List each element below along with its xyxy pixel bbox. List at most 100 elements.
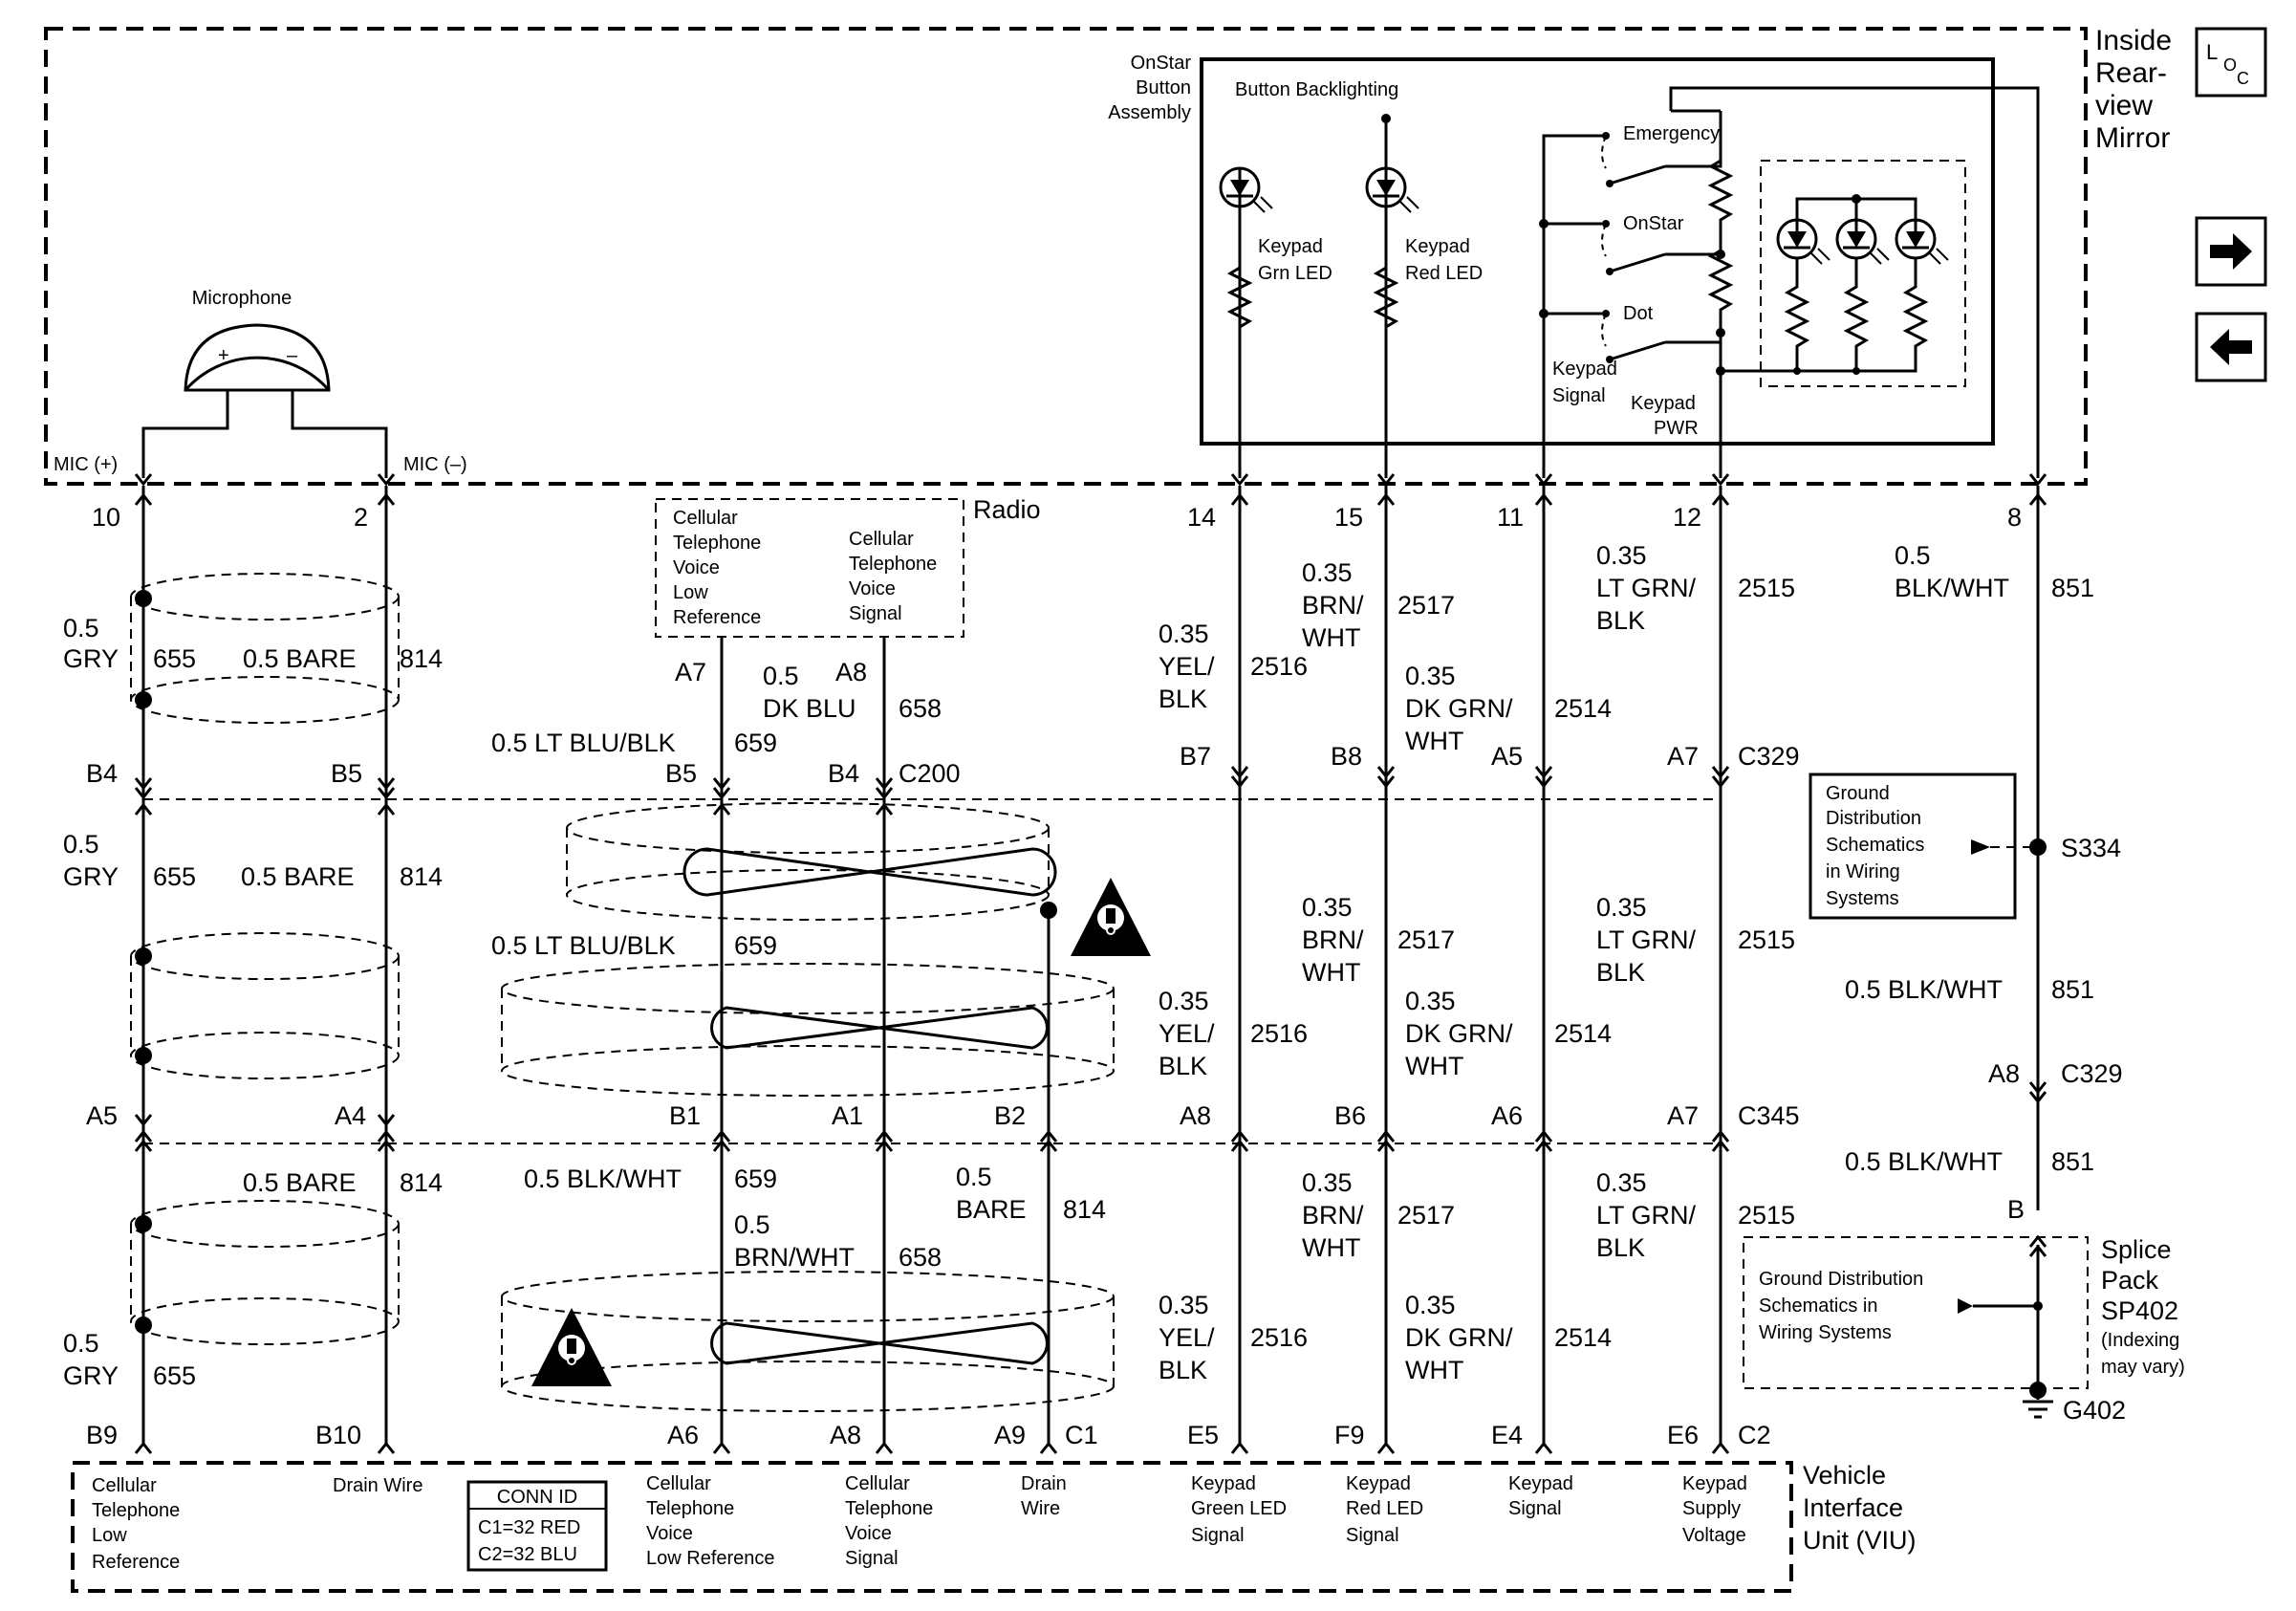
- pin: F9: [1334, 1421, 1365, 1449]
- pin: B5: [665, 759, 697, 788]
- twisted-pair-shield-3: [501, 1271, 1115, 1412]
- conn-id-box: [466, 1480, 608, 1572]
- viu-cvlr-1: Cellular: [646, 1473, 711, 1494]
- arrow-right-icon[interactable]: [2195, 216, 2267, 287]
- pin: B: [2007, 1195, 2025, 1224]
- resistor-icon: [1904, 277, 1927, 356]
- splice-label-1: Splice: [2101, 1235, 2172, 1264]
- wire-color: DK GRN/: [1405, 1019, 1513, 1048]
- viu-cvs-3: Voice: [845, 1523, 892, 1544]
- mic-plus-label: MIC (+): [54, 454, 118, 475]
- viu-krls-1: Keypad: [1346, 1473, 1411, 1494]
- wire-circuit: 814: [400, 1168, 443, 1197]
- gd-label-1: Ground: [1826, 783, 1890, 804]
- wire-color: 0.5 BARE: [241, 862, 355, 891]
- wire-color: BRN/: [1302, 925, 1364, 954]
- keypad-signal-label-1: Keypad: [1552, 359, 1617, 380]
- wire-circuit: 851: [2051, 1147, 2094, 1176]
- splice-label-3: SP402: [2101, 1296, 2178, 1325]
- pin: B9: [86, 1421, 118, 1449]
- wire-color: WHT: [1405, 1356, 1463, 1384]
- viu-cvlr-2: Telephone: [646, 1498, 734, 1519]
- wire-color: WHT: [1302, 623, 1360, 652]
- switch-emergency-label: Emergency: [1623, 123, 1720, 144]
- wire-814-radio: [1040, 902, 1057, 1444]
- pin: A8: [835, 658, 867, 686]
- wire-circuit: 659: [734, 729, 777, 757]
- wire-circuit: 2514: [1554, 1019, 1612, 1048]
- pin: 12: [1673, 503, 1701, 532]
- mic-pos-sign: +: [218, 345, 229, 366]
- radio-left-2: Telephone: [673, 533, 761, 554]
- onstar-button-assembly: [1200, 57, 1995, 446]
- wire-size: 0.35: [1596, 541, 1647, 570]
- resistor-icon: [1845, 277, 1868, 356]
- splice-inner-1: Ground Distribution: [1759, 1269, 1923, 1290]
- keypad-pwr-label-1: Keypad: [1631, 393, 1696, 414]
- pin: B2: [994, 1101, 1026, 1130]
- resistor-icon: [1786, 277, 1809, 356]
- keypad-grn-led-label-2: Grn LED: [1258, 263, 1332, 284]
- arrow-left-icon[interactable]: [2195, 312, 2267, 382]
- location-icon[interactable]: L O C: [2195, 27, 2267, 98]
- wire-color: 0.5 BLK/WHT: [1845, 1147, 2003, 1176]
- mirror-label-1: Inside: [2095, 25, 2172, 56]
- wire-circuit: 655: [153, 1361, 196, 1390]
- wire-circuit: 814: [400, 862, 443, 891]
- wire-size: 0.5: [63, 830, 99, 859]
- wire-circuit: 2517: [1397, 1201, 1455, 1230]
- pin: B6: [1334, 1101, 1366, 1130]
- wire-2514: [1534, 472, 1553, 1444]
- twisted-pair-shield-1: [566, 802, 1057, 921]
- pin: C1: [1065, 1421, 1098, 1449]
- led-icon: [1776, 218, 1831, 266]
- wire-color: 0.5 BLK/WHT: [1845, 975, 2003, 1004]
- wire-circuit: 2516: [1250, 1323, 1308, 1352]
- wire-circuit: 814: [1063, 1195, 1106, 1224]
- viu-ctlr-3: Low: [92, 1525, 127, 1546]
- led-icon: [1895, 218, 1950, 266]
- wire-circuit: 2515: [1738, 925, 1795, 954]
- viu-krls-2: Red LED: [1346, 1498, 1423, 1519]
- conn-id-title: CONN ID: [497, 1487, 577, 1508]
- wire-size: 0.5: [1895, 541, 1931, 570]
- pin: 15: [1334, 503, 1363, 532]
- radio-box: [655, 498, 964, 638]
- wire-color: 0.5 BARE: [243, 644, 357, 673]
- pin: A5: [86, 1101, 118, 1130]
- pin: 2: [354, 503, 368, 532]
- pin: B1: [669, 1101, 701, 1130]
- radio-label: Radio: [973, 495, 1041, 524]
- wire-color: WHT: [1302, 1233, 1360, 1262]
- wire-circuit: 658: [899, 1243, 942, 1272]
- microphone-icon: [184, 356, 331, 391]
- wire-color: DK GRN/: [1405, 694, 1513, 723]
- pin: C200: [899, 759, 961, 788]
- connector-c345: [134, 1113, 1730, 1153]
- wire-2515: [1711, 472, 1730, 1444]
- viu-box: [71, 1461, 1793, 1593]
- viu-ksv-2: Supply: [1682, 1498, 1741, 1519]
- pin: A6: [1491, 1101, 1523, 1130]
- pin: E4: [1491, 1421, 1523, 1449]
- wire-color: BRN/: [1302, 591, 1364, 620]
- wire-color: BLK: [1596, 1233, 1645, 1262]
- keypad-signal-label-2: Signal: [1552, 385, 1606, 406]
- led-icon: [1365, 166, 1420, 214]
- pin: A6: [667, 1421, 699, 1449]
- wire-color: 0.5 BLK/WHT: [524, 1165, 682, 1193]
- pin: E6: [1667, 1421, 1699, 1449]
- wire-color: 0.5 LT BLU/BLK: [491, 931, 676, 960]
- radio-right-1: Cellular: [849, 529, 914, 550]
- viu-drain2-1: Drain: [1021, 1473, 1067, 1494]
- keypad-pwr-label-2: PWR: [1654, 418, 1699, 439]
- pin: A1: [832, 1101, 863, 1130]
- wire-color: YEL/: [1159, 652, 1215, 681]
- wire-size: 0.5: [956, 1163, 992, 1191]
- button-backlighting-label: Button Backlighting: [1235, 79, 1398, 100]
- switch-onstar-label: OnStar: [1623, 213, 1684, 234]
- splice-inner-2: Schematics in: [1759, 1295, 1878, 1317]
- pin: B10: [315, 1421, 361, 1449]
- viu-label-3: Unit (VIU): [1803, 1526, 1917, 1555]
